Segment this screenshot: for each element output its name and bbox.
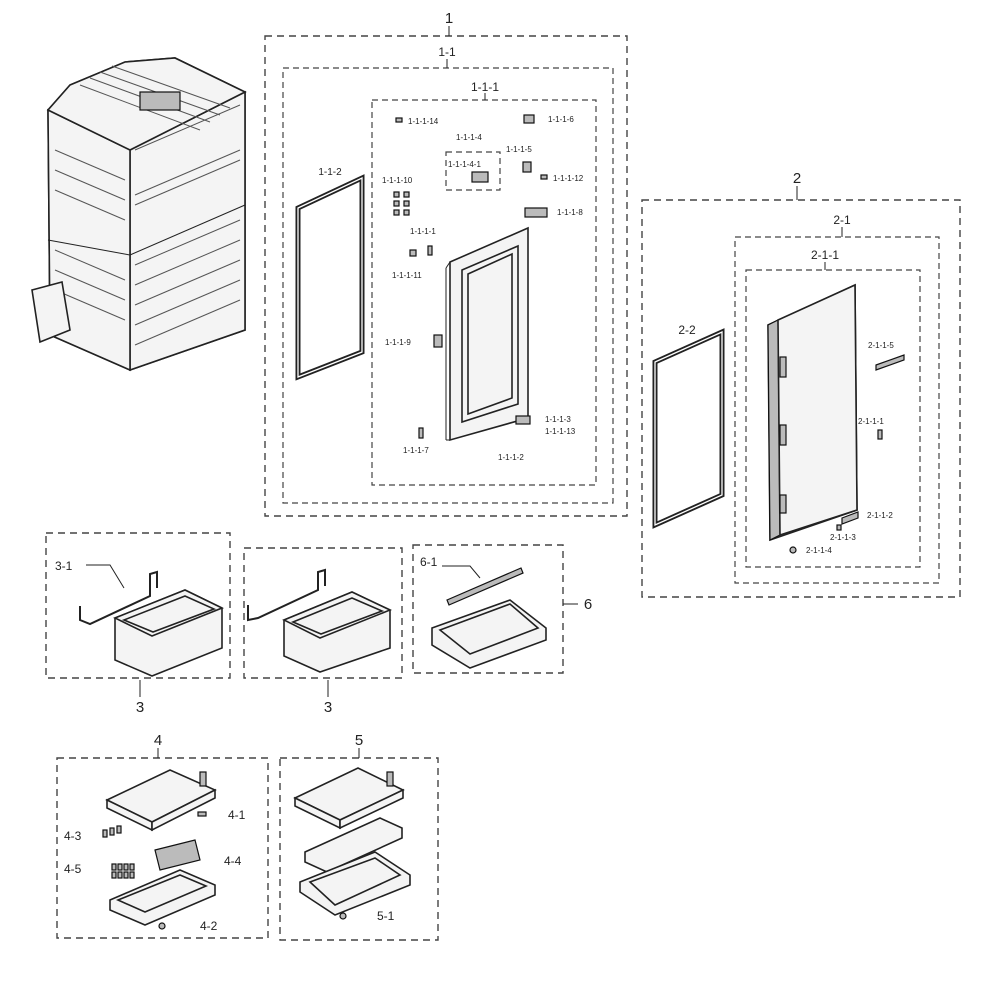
door-gasket-2-2 xyxy=(652,328,725,529)
rail-strip-icon xyxy=(154,839,201,871)
hinge-plate-icon xyxy=(841,511,859,525)
bracket-icon xyxy=(471,171,489,183)
label-1-1-1-6: 1-1-1-6 xyxy=(548,115,574,124)
screws-bundle-icon xyxy=(111,863,135,879)
door-2-part-callouts: 2-1-1-5 2-1-1-1 2-1-1-2 2-1-1-3 2-1-1-4 xyxy=(789,341,905,555)
label-1-1-1-4-1: 1-1-1-4-1 xyxy=(448,160,481,169)
label-1-1-1-10: 1-1-1-10 xyxy=(382,176,413,185)
pin-icon xyxy=(418,427,424,439)
label-4: 4 xyxy=(154,732,162,749)
door-gasket-1-1-2: 1-1-2 xyxy=(295,167,365,381)
label-1-1-1-2: 1-1-1-2 xyxy=(498,453,524,462)
label-2-2: 2-2 xyxy=(678,323,696,337)
pin-icon xyxy=(877,429,883,440)
label-4-4: 4-4 xyxy=(224,854,242,868)
label-5: 5 xyxy=(355,732,363,749)
hinge-icon xyxy=(433,334,443,348)
wire-rail-icon xyxy=(247,568,326,622)
group-5-box: 5 5-1 xyxy=(279,732,439,941)
label-1-1-1-4: 1-1-1-4 xyxy=(456,133,482,142)
label-2-1-1: 2-1-1 xyxy=(811,248,839,262)
label-1-1-1-11: 1-1-1-11 xyxy=(392,271,422,280)
label-4-3: 4-3 xyxy=(64,829,82,843)
pin-icon xyxy=(427,245,433,256)
label-2-1-1-3: 2-1-1-3 xyxy=(830,533,856,542)
label-1-1-1: 1-1-1 xyxy=(471,80,499,94)
door-assembly-2-1-1 xyxy=(767,283,858,542)
label-1: 1 xyxy=(445,10,453,27)
screw-icon xyxy=(395,117,403,123)
label-2-1-1-1: 2-1-1-1 xyxy=(858,417,884,426)
label-2-1-1-5: 2-1-1-5 xyxy=(868,341,894,350)
drawer-bin-icon xyxy=(282,591,392,673)
handle-block-icon xyxy=(524,207,548,218)
screw-icon xyxy=(409,249,417,257)
label-1-1-1-7: 1-1-1-7 xyxy=(403,446,429,455)
cap-icon xyxy=(523,114,535,124)
group-2-box: 2 2-1 2-1-1 2-2 xyxy=(641,170,961,598)
label-1-1-1-5: 1-1-1-5 xyxy=(506,145,532,154)
group-6-box: 6-1 6 xyxy=(412,544,592,674)
hinge-plate-icon xyxy=(515,415,531,425)
label-1-1-1-14: 1-1-1-14 xyxy=(408,117,439,126)
refrigerator-cabinet-illustration xyxy=(31,57,247,372)
label-4-5: 4-5 xyxy=(64,862,82,876)
screw-icon xyxy=(197,811,207,817)
label-6: 6 xyxy=(584,596,592,613)
group-3-right-box: 3 xyxy=(243,547,403,716)
tray-icon xyxy=(299,851,411,916)
label-3-right: 3 xyxy=(324,699,332,716)
door-1-part-callouts: 1-1-1-14 1-1-1-6 1-1-1-4 1-1-1-4-1 1-1-1… xyxy=(382,114,584,462)
frame-housing-icon xyxy=(304,817,403,873)
clips-bundle-icon xyxy=(102,825,122,838)
label-1-1-2: 1-1-2 xyxy=(318,167,342,178)
label-4-1: 4-1 xyxy=(228,808,246,822)
label-1-1-1-8: 1-1-1-8 xyxy=(557,208,583,217)
clip-icon xyxy=(522,161,532,173)
screw-icon xyxy=(339,912,347,920)
group-3-left-box: 3-1 3 xyxy=(45,532,231,716)
label-1-1-1-1: 1-1-1-1 xyxy=(410,227,436,236)
label-1-1-1-3: 1-1-1-3 xyxy=(545,415,571,424)
label-3-left: 3 xyxy=(136,699,144,716)
label-2-1-1-2: 2-1-1-2 xyxy=(867,511,893,520)
label-2-1: 2-1 xyxy=(833,213,851,227)
group-1-box: 1 1-1 1-1-1 xyxy=(264,10,628,517)
label-3-1: 3-1 xyxy=(55,559,73,573)
label-4-2: 4-2 xyxy=(200,919,218,933)
group-4-box: 4 4-1 4-3 4-4 4-5 4-2 xyxy=(56,732,269,939)
label-2: 2 xyxy=(793,170,801,187)
drawer-bin-icon xyxy=(113,589,224,677)
label-6-1: 6-1 xyxy=(420,555,438,569)
frame-housing-icon xyxy=(109,869,216,926)
label-1-1-1-12: 1-1-1-12 xyxy=(553,174,584,183)
door-assembly-1-1-1 xyxy=(445,226,529,442)
label-2-1-1-4: 2-1-1-4 xyxy=(806,546,832,555)
wire-rail-icon xyxy=(79,570,158,626)
label-5-1: 5-1 xyxy=(377,909,395,923)
label-1-1-1-9: 1-1-1-9 xyxy=(385,338,411,347)
label-1-1-1-13: 1-1-1-13 xyxy=(545,427,576,436)
screw-icon xyxy=(158,922,166,930)
tray-icon xyxy=(431,599,547,669)
shelf-cover-icon xyxy=(105,769,217,832)
screws-bundle-icon xyxy=(393,191,410,216)
handle-strip-icon xyxy=(875,354,905,371)
screw-icon xyxy=(540,174,548,180)
washer-icon xyxy=(789,546,797,554)
label-1-1: 1-1 xyxy=(438,45,456,59)
screw-icon xyxy=(836,524,842,531)
led-strip-icon xyxy=(446,567,524,606)
shelf-cover-icon xyxy=(293,767,405,830)
